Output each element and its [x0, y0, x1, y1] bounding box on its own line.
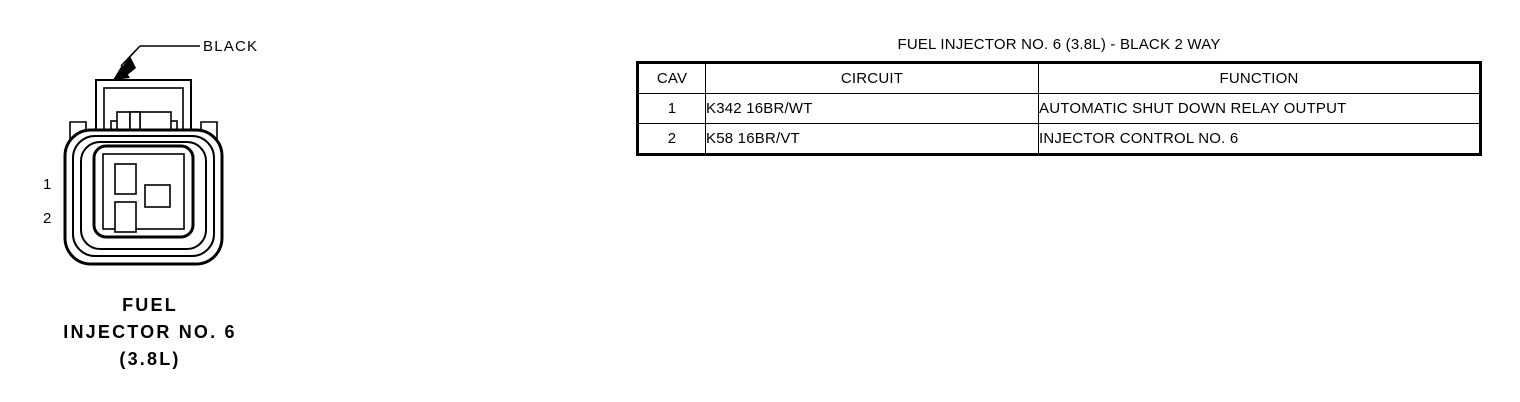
- caption-line-2: INJECTOR NO. 6: [63, 322, 237, 342]
- cell-circuit: K342 16BR/WT: [705, 93, 1039, 124]
- cell-circuit: K58 16BR/VT: [705, 123, 1039, 155]
- pinout-table-block: FUEL INJECTOR NO. 6 (3.8L) - BLACK 2 WAY…: [636, 36, 1482, 156]
- caption-line-1: FUEL: [122, 295, 178, 315]
- cavity-number-2: 2: [43, 210, 52, 227]
- connector-caption: FUEL INJECTOR NO. 6 (3.8L): [0, 292, 300, 373]
- cell-function: AUTOMATIC SHUT DOWN RELAY OUTPUT: [1038, 93, 1481, 124]
- column-header-function: FUNCTION: [1038, 62, 1481, 94]
- table-row: 2 K58 16BR/VT INJECTOR CONTROL NO. 6: [637, 123, 1481, 155]
- column-header-cav: CAV: [637, 62, 706, 94]
- pinout-table-title: FUEL INJECTOR NO. 6 (3.8L) - BLACK 2 WAY: [897, 36, 1221, 53]
- table-header-row: CAV CIRCUIT FUNCTION: [637, 62, 1481, 94]
- connector-figure: BLACK 1 2 FUEL INJECTOR NO. 6 (3.8L): [0, 0, 300, 402]
- terminal-cavity-2: [114, 201, 137, 233]
- connector-drawing: [63, 45, 224, 266]
- column-header-circuit: CIRCUIT: [705, 62, 1039, 94]
- table-row: 1 K342 16BR/WT AUTOMATIC SHUT DOWN RELAY…: [637, 93, 1481, 124]
- cell-cav: 1: [637, 93, 706, 124]
- connector-lock-tab-slot: [129, 111, 141, 131]
- terminal-cavity-center: [144, 184, 171, 208]
- callout-arrowhead-tip: [113, 65, 130, 80]
- caption-line-3: (3.8L): [119, 349, 181, 369]
- cavity-number-1: 1: [43, 176, 52, 193]
- callout-leader-line-angled: [120, 45, 141, 67]
- terminal-cavity-1: [114, 163, 137, 195]
- connector-color-callout: BLACK: [203, 38, 259, 55]
- pinout-table: CAV CIRCUIT FUNCTION 1 K342 16BR/WT AUTO…: [636, 61, 1482, 156]
- cell-cav: 2: [637, 123, 706, 155]
- cell-function: INJECTOR CONTROL NO. 6: [1038, 123, 1481, 155]
